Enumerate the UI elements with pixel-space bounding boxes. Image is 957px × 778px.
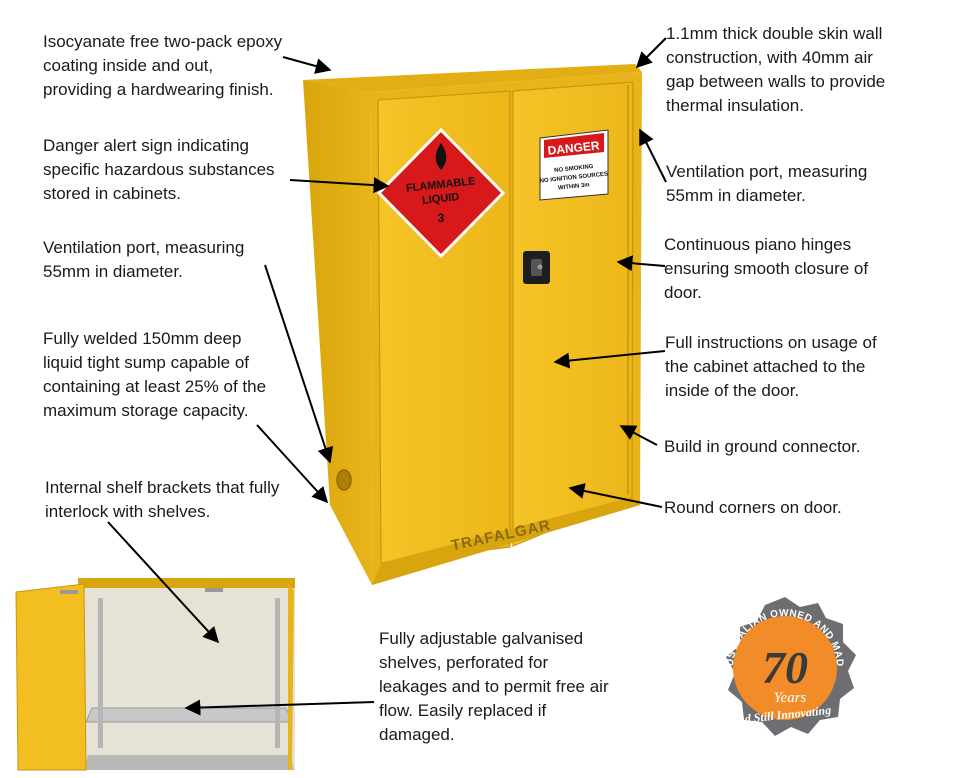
- flame-icon: [435, 143, 447, 170]
- svg-text:LIQUID: LIQUID: [422, 191, 460, 207]
- cabinet-side-panel: [303, 80, 372, 585]
- sump-base: [372, 497, 640, 585]
- callout-ground-connector: Build in ground connector.: [664, 437, 861, 456]
- callout-double-skin: 1.1mm thick double skin wall constructio…: [666, 24, 886, 115]
- callout-piano-hinges: Continuous piano hinges ensuring smooth …: [664, 235, 869, 302]
- danger-label: DANGER NO SMOKING NO IGNITION SOURCES WI…: [539, 129, 609, 201]
- svg-text:DANGER: DANGER: [547, 138, 601, 157]
- callout-vent-port-right: Ventilation port, measuring 55mm in diam…: [666, 162, 868, 205]
- svg-text:70: 70: [762, 642, 808, 693]
- callout-instructions: Full instructions on usage of the cabine…: [665, 333, 877, 400]
- svg-text:3: 3: [438, 211, 445, 225]
- svg-text:WITHIN 3m: WITHIN 3m: [558, 182, 590, 191]
- callout-epoxy-coating: Isocyanate free two-pack epoxy coating i…: [43, 32, 283, 99]
- open-left-door: [15, 583, 87, 771]
- open-cabinet-photo: [15, 578, 295, 771]
- svg-text:Years: Years: [774, 690, 807, 706]
- galvanised-shelf: [85, 707, 293, 723]
- callout-arrows: [107, 37, 667, 716]
- callout-round-corners: Round corners on door.: [664, 498, 842, 517]
- callout-danger-sign: Danger alert sign indicating specific ha…: [43, 136, 275, 203]
- svg-text:NO SMOKING: NO SMOKING: [554, 164, 594, 174]
- vent-port-icon: [336, 469, 352, 491]
- callout-shelf-brackets: Internal shelf brackets that fully inter…: [45, 478, 280, 521]
- main-cabinet: FLAMMABLE LIQUID 3 DANGER NO SMOKING NO …: [303, 64, 642, 585]
- callout-vent-port-left: Ventilation port, measuring 55mm in diam…: [43, 238, 245, 281]
- cabinet-top: [303, 64, 642, 92]
- callout-sump: Fully welded 150mm deep liquid tight sum…: [43, 329, 267, 420]
- callout-shelves: Fully adjustable galvanised shelves, per…: [379, 629, 609, 744]
- flammable-liquid-sign: FLAMMABLE LIQUID 3: [376, 127, 506, 259]
